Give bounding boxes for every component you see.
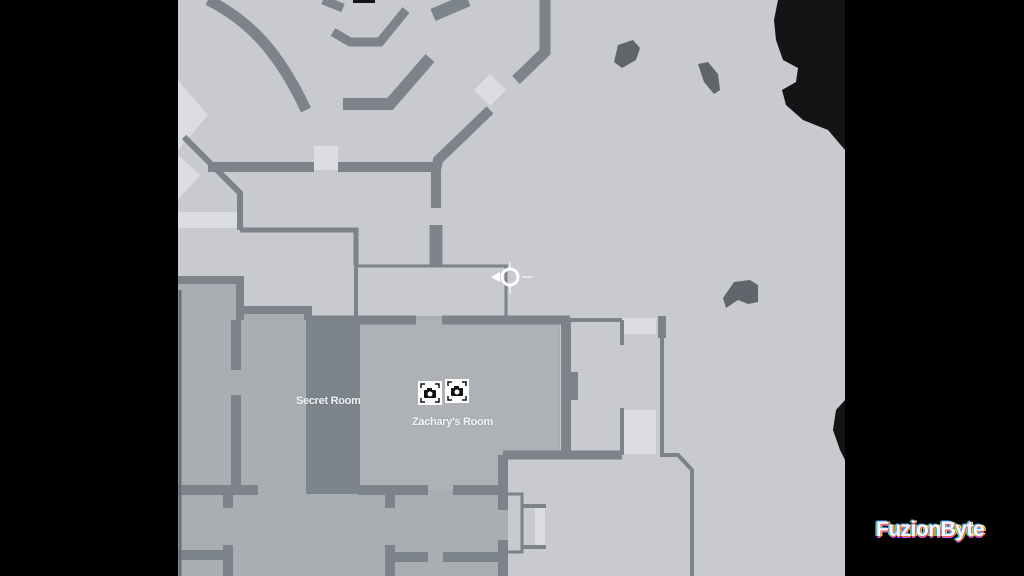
rock bbox=[698, 62, 720, 94]
room-label-zacharys-room: Zachary's Room bbox=[412, 416, 493, 428]
camera-icon[interactable] bbox=[445, 379, 469, 403]
secret-room-area bbox=[306, 316, 360, 494]
player-position-icon bbox=[478, 262, 542, 294]
rock bbox=[723, 280, 758, 308]
room-label-secret-room: Secret Room bbox=[296, 395, 361, 407]
rock bbox=[614, 40, 640, 68]
game-map[interactable]: Secret Room Zachary's Room bbox=[178, 0, 845, 576]
floor-plan bbox=[178, 0, 845, 576]
watermark-logo: FuzionByte bbox=[876, 518, 985, 541]
camera-icon[interactable] bbox=[418, 381, 442, 405]
void-area bbox=[774, 0, 845, 150]
